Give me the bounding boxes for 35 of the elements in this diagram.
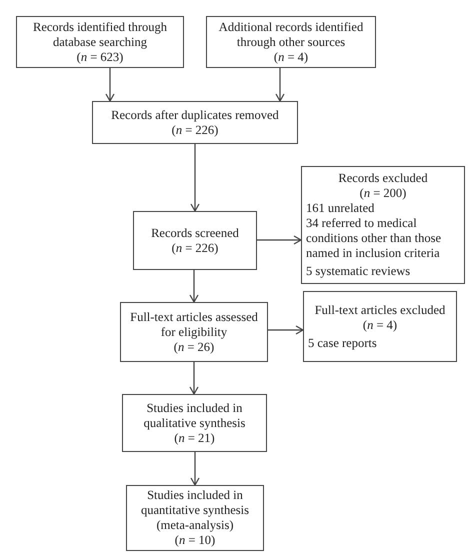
process-box xyxy=(122,394,267,452)
box-text: Records excluded xyxy=(337,171,429,186)
arrow xyxy=(190,452,200,486)
process-box xyxy=(303,291,457,362)
process-box xyxy=(301,166,465,284)
arrow xyxy=(189,270,199,303)
box-text: 34 referred to medical conditions other than those named in inclusion criteria xyxy=(306,216,442,261)
process-box xyxy=(133,211,257,270)
box-text: Records screened xyxy=(150,226,240,240)
box-text: (n = 21) xyxy=(173,430,216,446)
box-text: Full-text articles excluded xyxy=(314,302,446,318)
box-text: (n = 4) xyxy=(362,318,398,332)
process-box xyxy=(206,16,376,68)
box-text: 5 systematic reviews xyxy=(306,264,412,279)
box-text: (n = 623) xyxy=(76,50,124,64)
arrow xyxy=(275,68,285,102)
process-box xyxy=(126,485,264,551)
box-text: (n = 200) xyxy=(358,186,408,201)
process-box xyxy=(16,16,184,68)
box-text: (n = 226) xyxy=(170,122,220,138)
process-box xyxy=(120,302,268,362)
box-text: Records after duplicates removed xyxy=(110,108,280,122)
process-box xyxy=(92,101,298,144)
box-text: (n = 26) xyxy=(172,340,216,354)
box-text: (n = 226) xyxy=(170,240,220,256)
box-text: 5 case reports xyxy=(308,336,378,350)
arrow xyxy=(189,362,199,395)
arrow xyxy=(257,235,302,245)
arrow xyxy=(190,144,200,212)
arrow xyxy=(268,325,304,335)
box-text: (n = 4) xyxy=(272,50,310,64)
box-text: Studies included in quantitative synthesis (meta-analysis) xyxy=(140,488,250,533)
box-text: (n = 10) xyxy=(174,533,216,548)
arrow xyxy=(105,68,115,102)
box-text: 161 unrelated xyxy=(306,201,376,216)
